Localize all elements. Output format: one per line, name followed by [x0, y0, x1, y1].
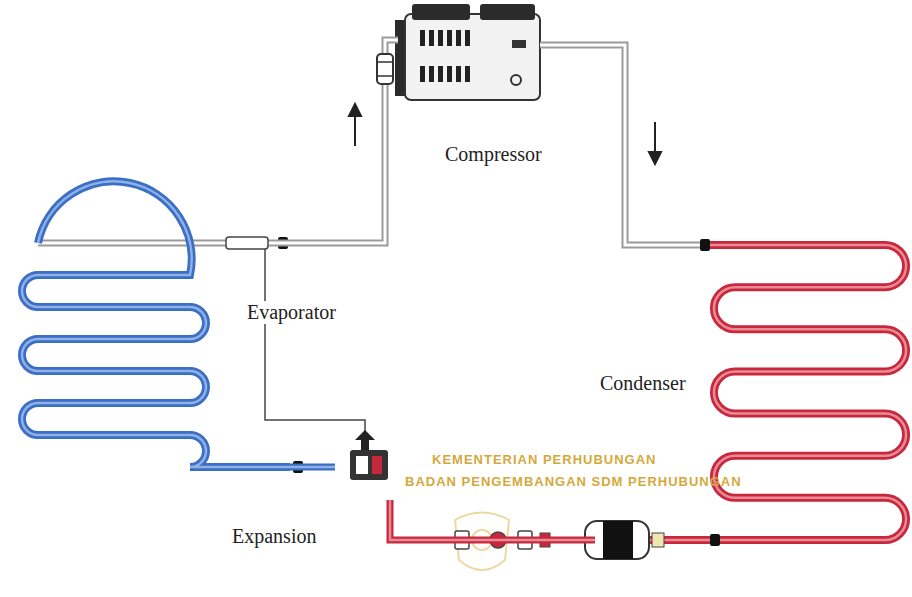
- pipe-wall: [595, 45, 625, 240]
- grille-bar: [447, 66, 452, 82]
- grille-bar: [420, 30, 425, 46]
- flow-arrows: [654, 122, 656, 154]
- compressor-node: Compressor: [370, 0, 595, 176]
- flow-arrows: [354, 114, 356, 146]
- liquid-line-parts: [652, 533, 664, 547]
- pipe-wall: [290, 464, 335, 471]
- watermark-text: KEMENTERIAN PERHUBUNGAN: [432, 452, 657, 468]
- grille-bar: [438, 30, 443, 46]
- watermark-text: BADAN PENGEMBANGAN SDM PERHUBUNGAN: [405, 474, 742, 490]
- grille-bar: [456, 30, 461, 46]
- pipe-core: [270, 176, 385, 243]
- flow-arrows: [649, 152, 661, 164]
- expansion-valve: [361, 440, 369, 450]
- pipe-core: [390, 500, 595, 540]
- component-label: Compressor: [443, 143, 544, 166]
- refrigerant-pipe: [390, 500, 595, 540]
- evaporator-coil: [22, 181, 290, 467]
- discharge-pipe: [625, 240, 710, 245]
- grille-bar: [429, 66, 434, 82]
- compressor-unit: [512, 40, 526, 48]
- evaporator-coil: [22, 181, 290, 467]
- expansion-valve: [350, 430, 388, 480]
- refrigerant-pipe: [595, 45, 625, 240]
- grille-bar: [438, 66, 443, 82]
- pipe-stubs: [385, 40, 595, 176]
- grille-bar: [456, 66, 461, 82]
- suction-filter: [377, 62, 393, 76]
- compressor-unit: [412, 4, 470, 20]
- component-label: Evaporator: [245, 301, 338, 324]
- pipe-stubs: [540, 42, 595, 49]
- compressor-grille: [420, 30, 470, 82]
- grille-bar: [420, 66, 425, 82]
- grille-bar: [429, 30, 434, 46]
- expansion-valve: [350, 450, 388, 480]
- pipe-stubs: [540, 44, 595, 47]
- component-label: Condenser: [598, 372, 688, 395]
- pipe-wall: [270, 176, 385, 243]
- component-label: Expansion: [230, 525, 318, 548]
- evaporator-node: Evaporator: [12, 243, 290, 478]
- grille-bar: [465, 30, 470, 46]
- compressor-unit: [395, 4, 540, 100]
- pipe-joints: [278, 237, 720, 546]
- sensing-bulb-line: [265, 248, 365, 438]
- sensing-bulb-line: [226, 237, 365, 438]
- pipe-joints: [700, 239, 710, 251]
- pipe-stubs: [382, 82, 389, 176]
- flow-arrows: [349, 104, 361, 116]
- condenser-node: Condenser: [595, 240, 910, 548]
- compressor-unit: [405, 14, 540, 100]
- pipe-wall: [390, 500, 595, 540]
- liquid-line-parts: [603, 521, 633, 559]
- pipe-stubs: [384, 82, 387, 176]
- expansion-valve: [355, 430, 375, 440]
- pipe-core: [290, 466, 335, 469]
- refrigerant-pipe: [290, 467, 335, 468]
- grille-bar: [447, 30, 452, 46]
- compressor-unit: [511, 75, 521, 85]
- refrigerant-pipe: [270, 176, 385, 243]
- coils: [22, 181, 906, 540]
- sensing-bulb-line: [226, 237, 268, 249]
- condenser-coil: [595, 245, 906, 540]
- compressor-unit: [480, 4, 535, 20]
- discharge-pipe: [625, 240, 710, 245]
- pipe-joints: [710, 534, 720, 546]
- expansion-valve: [356, 456, 368, 474]
- pipe-core: [595, 45, 625, 240]
- suction-filter: [377, 54, 393, 84]
- grille-bar: [465, 66, 470, 82]
- condenser-coil: [595, 245, 906, 540]
- suction-filter: [377, 54, 393, 84]
- expansion-node: Expansion: [335, 425, 400, 500]
- expansion-valve: [372, 456, 382, 474]
